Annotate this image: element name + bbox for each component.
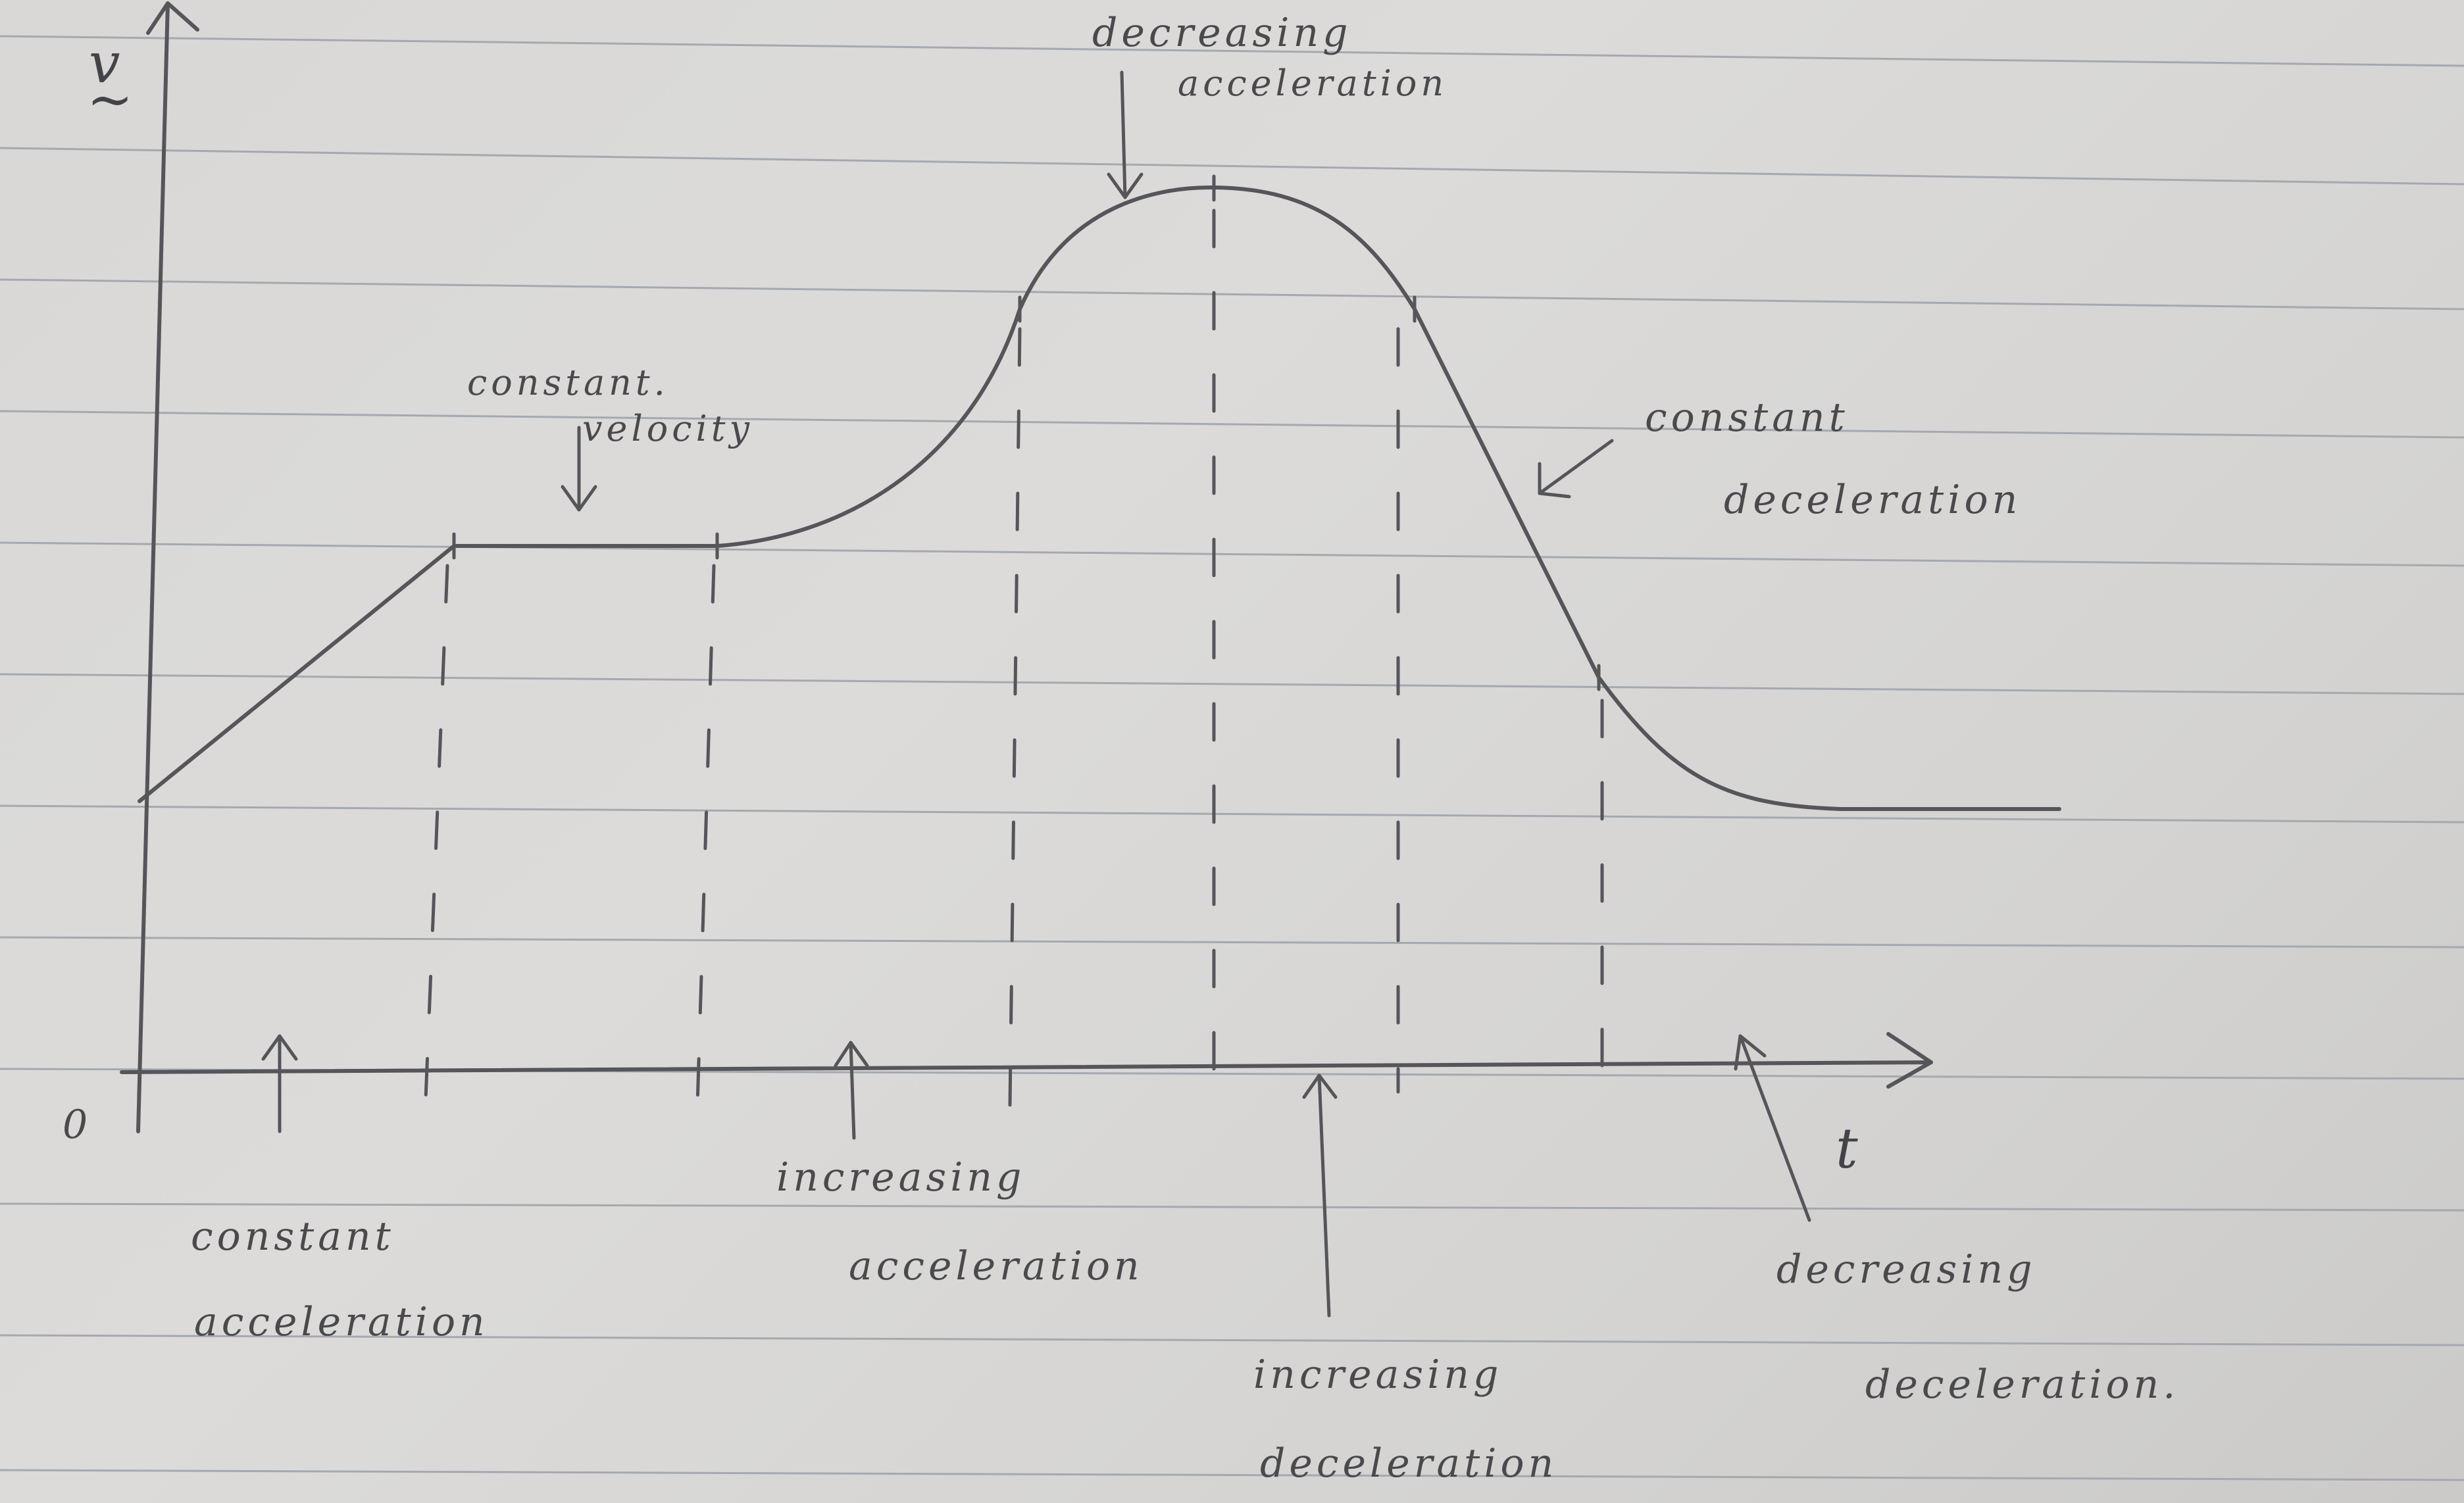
arrowhead-constant-deceleration bbox=[1538, 462, 1571, 499]
y-axis-arrowhead bbox=[146, 1, 199, 35]
label-increasing-deceleration-line1: increasing bbox=[1253, 1352, 1502, 1398]
arrow-decreasing-acceleration bbox=[1120, 70, 1127, 199]
label-decreasing-deceleration-line2: deceleration. bbox=[1865, 1362, 2179, 1408]
arrow-constant-deceleration bbox=[1538, 439, 1614, 495]
label-increasing-deceleration-line2: deceleration bbox=[1260, 1441, 1557, 1487]
label-increasing-acceleration-line2: acceleration bbox=[849, 1243, 1144, 1289]
curve-ticks bbox=[452, 174, 1601, 691]
annotation-arrows bbox=[261, 70, 1811, 1318]
label-constant-deceleration-line2: deceleration bbox=[1724, 477, 2021, 523]
y-axis-vector-mark: ~ bbox=[87, 67, 133, 132]
ruled-line bbox=[0, 541, 2464, 567]
origin-label: 0 bbox=[63, 1102, 91, 1148]
arrowhead-decreasing-acceleration bbox=[1107, 172, 1144, 199]
ruled-line bbox=[0, 936, 2464, 949]
velocity-curve bbox=[138, 185, 2061, 811]
ruled-line bbox=[0, 1202, 2464, 1212]
phase-divider bbox=[695, 564, 716, 1107]
label-constant-acceleration-line2: acceleration bbox=[194, 1299, 489, 1345]
label-constant-velocity-line1: constant. bbox=[467, 362, 669, 403]
x-axis-label: t bbox=[1836, 1116, 1858, 1181]
ruled-line bbox=[0, 410, 2464, 439]
ruled-line bbox=[0, 35, 2464, 67]
ruled-line bbox=[0, 278, 2464, 310]
arrow-decreasing-deceleration bbox=[1738, 1034, 1811, 1222]
ruled-line bbox=[0, 147, 2464, 185]
label-constant-deceleration-line1: constant bbox=[1645, 395, 1849, 441]
label-decreasing-acceleration-line2: acceleration bbox=[1178, 62, 1447, 104]
annotation-labels: constant acceleration constant. velocity… bbox=[191, 10, 2179, 1487]
y-axis-label: v bbox=[89, 31, 120, 95]
arrowhead-increasing-acceleration bbox=[834, 1041, 869, 1068]
arrowhead-constant-velocity bbox=[561, 485, 597, 512]
arrow-increasing-deceleration bbox=[1317, 1073, 1331, 1318]
arrowhead-decreasing-deceleration bbox=[1734, 1034, 1767, 1071]
phase-divider bbox=[1008, 327, 1022, 1107]
x-axis-arrowhead bbox=[1886, 1032, 1933, 1089]
ruled-line bbox=[0, 673, 2464, 695]
label-increasing-acceleration-line1: increasing bbox=[776, 1154, 1025, 1200]
ruled-line bbox=[0, 1469, 2464, 1481]
label-constant-velocity-line2: velocity bbox=[582, 408, 753, 449]
phase-dividers bbox=[422, 209, 1604, 1133]
label-constant-acceleration-line1: constant bbox=[191, 1214, 395, 1260]
arrowhead-constant-acceleration bbox=[261, 1034, 298, 1061]
y-axis bbox=[136, 1, 170, 1133]
x-axis bbox=[120, 1060, 1933, 1074]
ruled-line bbox=[0, 804, 2464, 824]
ruled-lines bbox=[0, 35, 2464, 1481]
arrow-increasing-acceleration bbox=[849, 1041, 856, 1140]
label-decreasing-deceleration-line1: decreasing bbox=[1776, 1246, 2036, 1293]
arrowhead-increasing-deceleration bbox=[1302, 1073, 1338, 1099]
label-decreasing-acceleration-line1: decreasing bbox=[1092, 10, 1352, 56]
ruled-line bbox=[0, 1334, 2464, 1346]
axes bbox=[120, 1, 1933, 1133]
phase-divider bbox=[422, 564, 449, 1133]
